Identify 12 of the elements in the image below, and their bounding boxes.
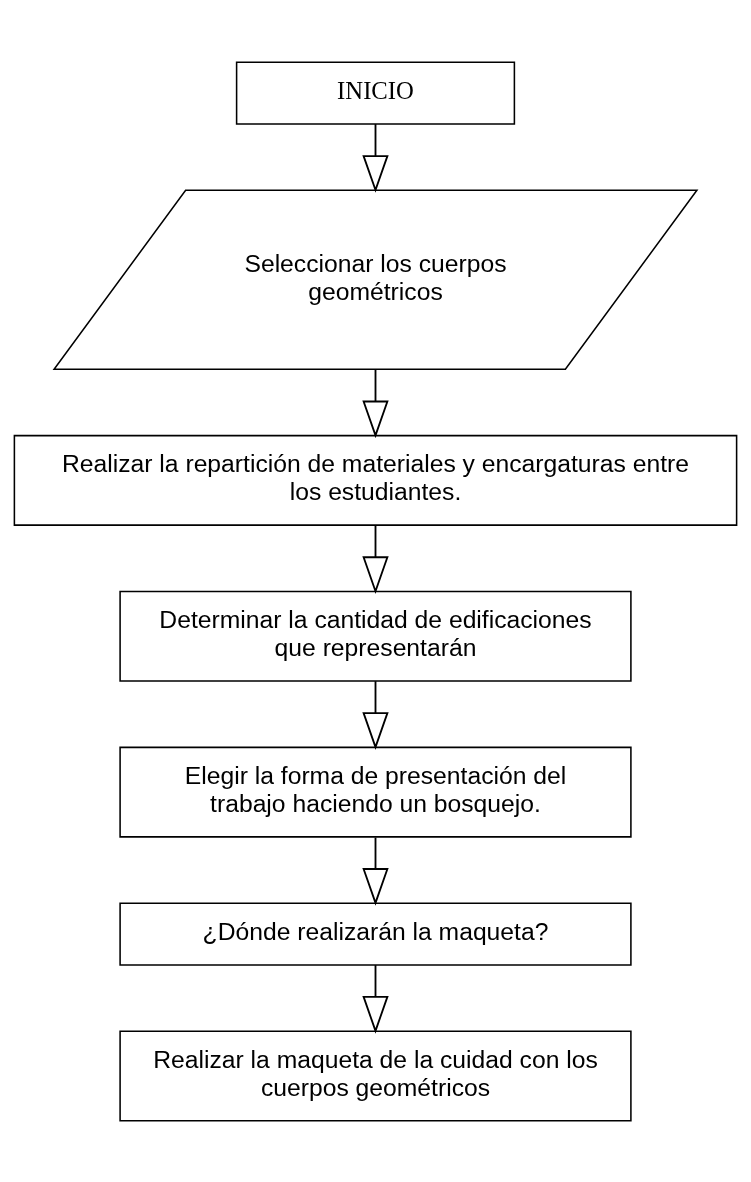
- arrow: [362, 523, 389, 594]
- node-box: Realizar la maqueta de la cuidad con los cuerpos geométricos: [119, 1030, 632, 1122]
- arrow: [362, 963, 389, 1034]
- arrow: [362, 368, 389, 438]
- node-box: INICIO: [235, 60, 516, 125]
- node-box: Determinar la cantidad de edificaciones que representarán: [119, 590, 632, 682]
- arrow: [362, 122, 389, 193]
- node-box: Elegir la forma de presentación del trabajo haciendo un bosquejo.: [119, 746, 632, 838]
- node-box: ¿Dónde realizarán la maqueta?: [119, 901, 632, 966]
- node-box: Realizar la repartición de materiales y encargaturas entre los estudiantes.: [13, 434, 738, 526]
- arrow: [362, 836, 389, 906]
- arrow: [362, 679, 389, 750]
